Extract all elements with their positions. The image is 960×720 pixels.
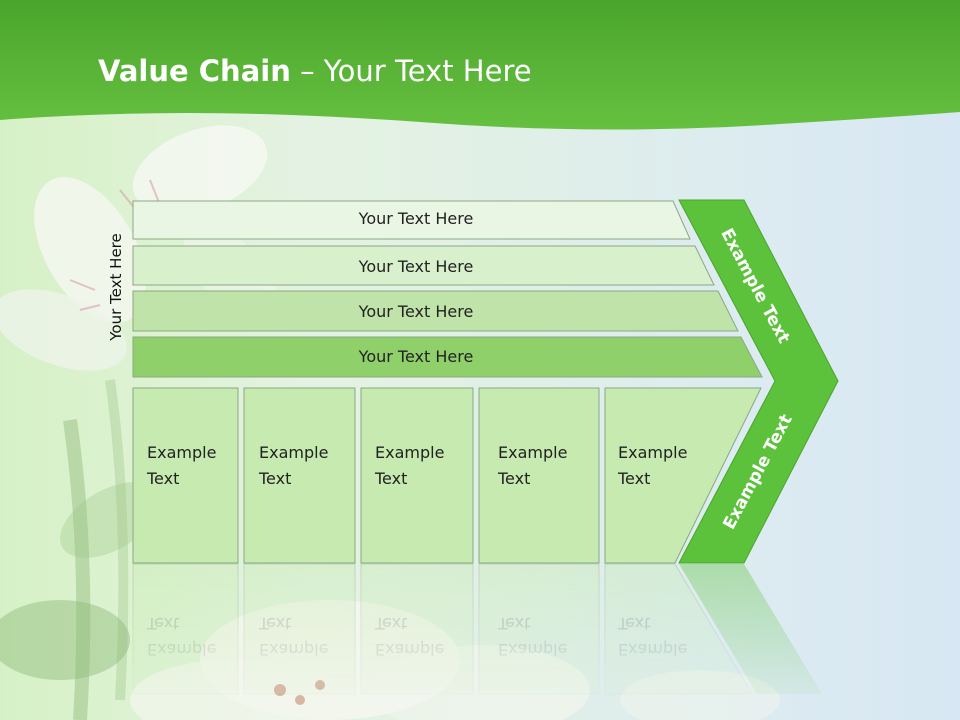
header-banner [0,0,960,130]
support-row-2 [132,245,715,286]
svg-text:Text: Text [374,614,407,633]
activity-box-3 [360,387,474,564]
title-bold: Value Chain [98,54,291,88]
support-row-1-label: Your Text Here [358,209,474,228]
activity-4-line2: Text [498,469,531,488]
activity-box-1 [132,387,239,564]
support-row-2-label: Your Text Here [358,257,474,276]
svg-text:Text: Text [617,614,650,633]
svg-text:Text: Text [146,614,179,633]
svg-text:Example: Example [259,640,328,659]
activity-1-line1: Example [147,443,217,462]
svg-text:Example: Example [375,640,444,659]
activity-2-line1: Example [259,443,329,462]
page-title: Value Chain – Your Text Here [98,54,532,88]
svg-text:Text: Text [258,614,291,633]
svg-text:Example: Example [498,640,567,659]
support-row-4 [132,336,763,378]
activity-box-5 [604,387,762,564]
activity-box-2 [243,387,356,564]
activity-3-line2: Text [375,469,408,488]
title-rest: – Your Text Here [290,54,532,88]
support-row-4-label: Your Text Here [358,347,474,366]
activity-1-line2: Text [147,469,180,488]
activity-box-4 [478,387,600,564]
svg-text:Example: Example [618,640,687,659]
activity-2-line2: Text [259,469,292,488]
activity-3-line1: Example [375,443,445,462]
activity-4-line1: Example [498,443,568,462]
activity-5-line1: Example [618,443,688,462]
margin-chevron [678,199,839,564]
support-row-1 [132,200,691,240]
svg-text:Example: Example [147,640,216,659]
support-row-3-label: Your Text Here [358,302,474,321]
activity-5-line2: Text [618,469,651,488]
svg-text:Text: Text [497,614,530,633]
support-row-3 [132,290,739,332]
